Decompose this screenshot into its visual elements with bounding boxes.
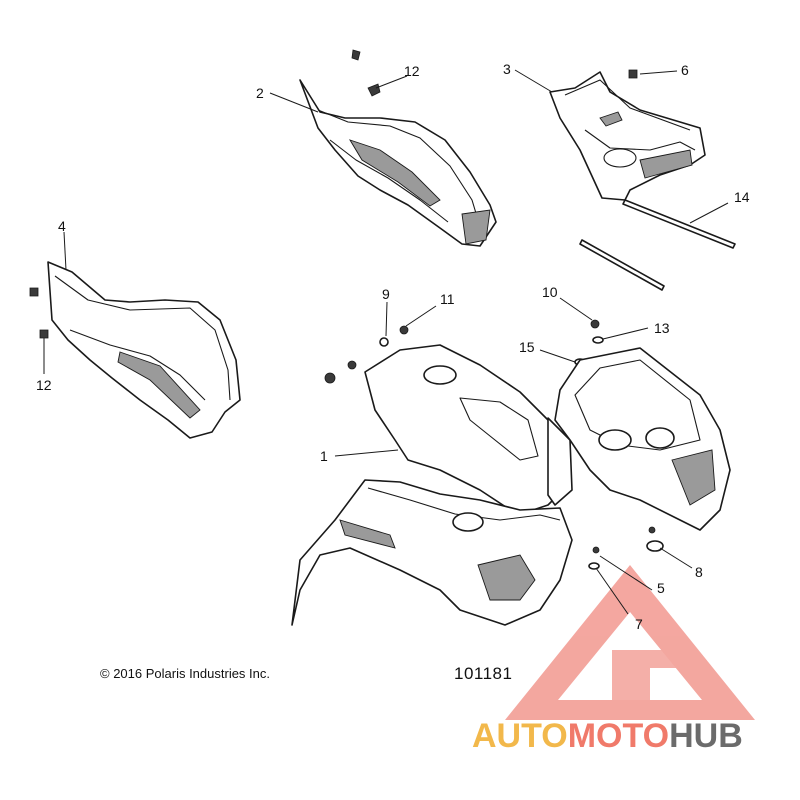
part-9-11-fasteners [324,325,409,384]
watermark-wordmark: AUTOMOTOHUB [472,717,743,756]
callout-13: 13 [654,320,670,336]
callout-4: 4 [58,218,66,234]
callout-9: 9 [382,286,390,302]
callout-8: 8 [695,564,703,580]
copyright-text: © 2016 Polaris Industries Inc. [100,666,270,681]
watermark-triangle-logo [505,565,755,720]
part-5-7-8-fasteners [588,526,664,570]
part-12-clip-top [351,49,381,97]
watermark-part-moto: MOTO [567,717,670,755]
callout-2: 2 [256,85,264,101]
part-right-storage-box [554,347,731,531]
callout-1: 1 [320,448,328,464]
part-4-side-panel [47,261,241,439]
callout-10: 10 [542,284,558,300]
watermark-part-auto: AUTO [472,717,568,755]
callout-12-top: 12 [404,63,420,79]
part-3-bracket [549,71,706,201]
callout-7: 7 [635,616,643,632]
part-6-screw [628,69,638,79]
diagram-number: 101181 [454,664,513,683]
part-12-screw-left [29,287,49,339]
callout-5: 5 [657,580,665,596]
callout-11: 11 [440,291,455,307]
leader-lines [43,69,729,615]
part-1-front-fender [291,344,573,626]
part-2-side-panel [299,79,497,247]
watermark-part-hub: HUB [669,717,743,755]
callout-labels: 1 2 3 4 5 6 7 8 9 10 11 12 12 13 14 15 [36,61,750,632]
callout-12-left: 12 [36,377,52,393]
callout-6: 6 [681,62,689,78]
callout-14: 14 [734,189,750,205]
callout-15: 15 [519,339,535,355]
part-14-rod [579,199,736,291]
callout-3: 3 [503,61,511,77]
